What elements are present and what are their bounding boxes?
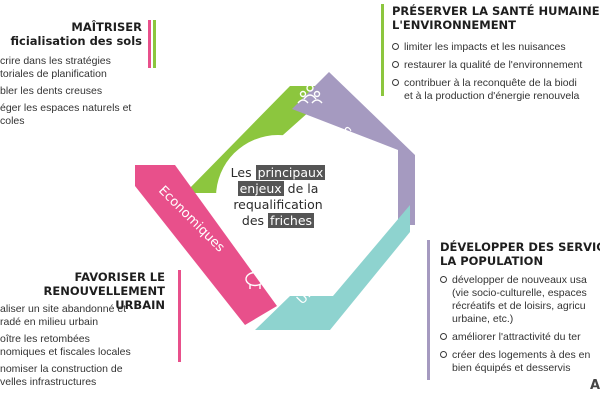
top-right-title-line: L'ENVIRONNEMENT (392, 18, 517, 32)
logo: A (590, 378, 600, 393)
bullet-text: améliorer l'attractivité du ter (452, 331, 581, 343)
bottom-left-title-line: FAVORISER LE (74, 270, 165, 284)
top-left-accent-bar (153, 20, 156, 68)
top-left-line: éger les espaces naturels et (0, 102, 132, 114)
top-right-title-line: PRÉSERVER LA SANTÉ HUMAINE ET (392, 4, 600, 18)
bottom-right-title-line: LA POPULATION (440, 254, 544, 268)
bottom-left-line: velles infrastructures (0, 376, 97, 388)
bullet-text: contribuer à la reconquête de la biodi (404, 77, 577, 89)
center-text-des: des (241, 213, 269, 228)
bottom-left-title-line: RENOUVELLEMENT URBAIN (43, 284, 166, 312)
bullet-icon (392, 61, 399, 68)
bottom-right-bullets: développer de nouveaux usa (vie socio-cu… (440, 274, 600, 375)
bottom-left-line: nomiques et fiscales locales (0, 346, 131, 358)
bottom-right-bullet: développer de nouveaux usa (vie socio-cu… (440, 274, 600, 326)
bottom-left-line: aliser un site abandonné et (0, 303, 127, 315)
people-icon (297, 84, 323, 104)
top-left-line: crire dans les stratégies (0, 55, 111, 67)
bullet-text: bien équipés et desservis (452, 362, 571, 374)
bullet-text: créer des logements à des en (452, 349, 591, 361)
bullet-text: (vie socio-culturelle, espaces (452, 287, 587, 299)
bottom-right-bullet: créer des logements à des en bien équipé… (440, 349, 600, 375)
top-left-title-line: MAÎTRISER (71, 20, 142, 34)
top-left-text: crire dans les stratégies toriales de pl… (0, 55, 150, 128)
bottom-left-line: oître les retombées (0, 333, 90, 345)
bullet-text: et à la production d'énergie renouvela (404, 90, 580, 102)
center-highlight-friches: friches (268, 213, 315, 228)
bottom-left-accent-bar (178, 270, 181, 362)
bullet-text: urbaine, etc.) (452, 313, 514, 325)
top-left-line: toriales de planification (0, 68, 107, 80)
center-text-requalification: requalification (233, 197, 323, 212)
bottom-right-title: DÉVELOPPER DES SERVICE LA POPULATION (440, 240, 600, 268)
bullet-text: développer de nouveaux usa (452, 274, 587, 286)
bottom-right-accent-bar (427, 240, 430, 380)
bottom-left-block: FAVORISER LE RENOUVELLEMENT URBAIN (0, 270, 166, 312)
top-left-line: coles (0, 115, 25, 127)
trees-icon (178, 150, 207, 171)
arm-environnementaux (185, 86, 320, 193)
arm-economiques (135, 165, 277, 325)
center-title: Les principaux enjeux de la requalificat… (222, 165, 334, 229)
piggy-bank-icon (245, 270, 268, 289)
bottom-left-line: radé en milieu urbain (0, 316, 99, 328)
top-right-bullet: restaurer la qualité de l'environnement (392, 59, 600, 72)
top-right-bullets: limiter les impacts et les nuisances res… (392, 41, 600, 103)
bullet-text: restaurer la qualité de l'environnement (404, 59, 583, 71)
center-text-de-la: de la (283, 181, 319, 196)
bottom-right-title-line: DÉVELOPPER DES SERVICE (440, 240, 600, 254)
bullet-text: limiter les impacts et les nuisances (404, 41, 566, 53)
buildings-icon (358, 208, 384, 226)
bottom-left-title: FAVORISER LE RENOUVELLEMENT URBAIN (0, 270, 166, 312)
top-left-title: MAÎTRISER ficialisation des sols (0, 20, 142, 48)
top-left-title-line: ficialisation des sols (10, 34, 142, 48)
bottom-left-line: nomiser la construction de (0, 363, 123, 375)
top-left-line: bler les dents creuses (0, 85, 103, 97)
center-highlight-principaux: principaux (255, 165, 326, 180)
arm-societaux (292, 72, 415, 225)
center-text-les: Les (230, 165, 256, 180)
top-right-block: PRÉSERVER LA SANTÉ HUMAINE ET L'ENVIRONN… (392, 4, 600, 108)
bullet-icon (440, 276, 447, 283)
center-highlight-enjeux: enjeux (237, 181, 284, 196)
top-right-accent-bar (381, 4, 384, 96)
bottom-right-bullet: améliorer l'attractivité du ter (440, 331, 600, 344)
bullet-icon (392, 79, 399, 86)
arm-urbains (255, 205, 410, 330)
top-left-block: MAÎTRISER ficialisation des sols (0, 20, 142, 48)
top-left-pink-bar (148, 20, 151, 68)
top-right-bullet: limiter les impacts et les nuisances (392, 41, 600, 54)
bullet-icon (392, 43, 399, 50)
bullet-text: récréatifs et de loisirs, agricu (452, 300, 586, 312)
bullet-icon (440, 351, 447, 358)
bottom-left-text: aliser un site abandonné et radé en mili… (0, 303, 172, 389)
bullet-icon (440, 333, 447, 340)
top-right-title: PRÉSERVER LA SANTÉ HUMAINE ET L'ENVIRONN… (392, 4, 600, 32)
bottom-right-block: DÉVELOPPER DES SERVICE LA POPULATION dév… (440, 240, 600, 380)
